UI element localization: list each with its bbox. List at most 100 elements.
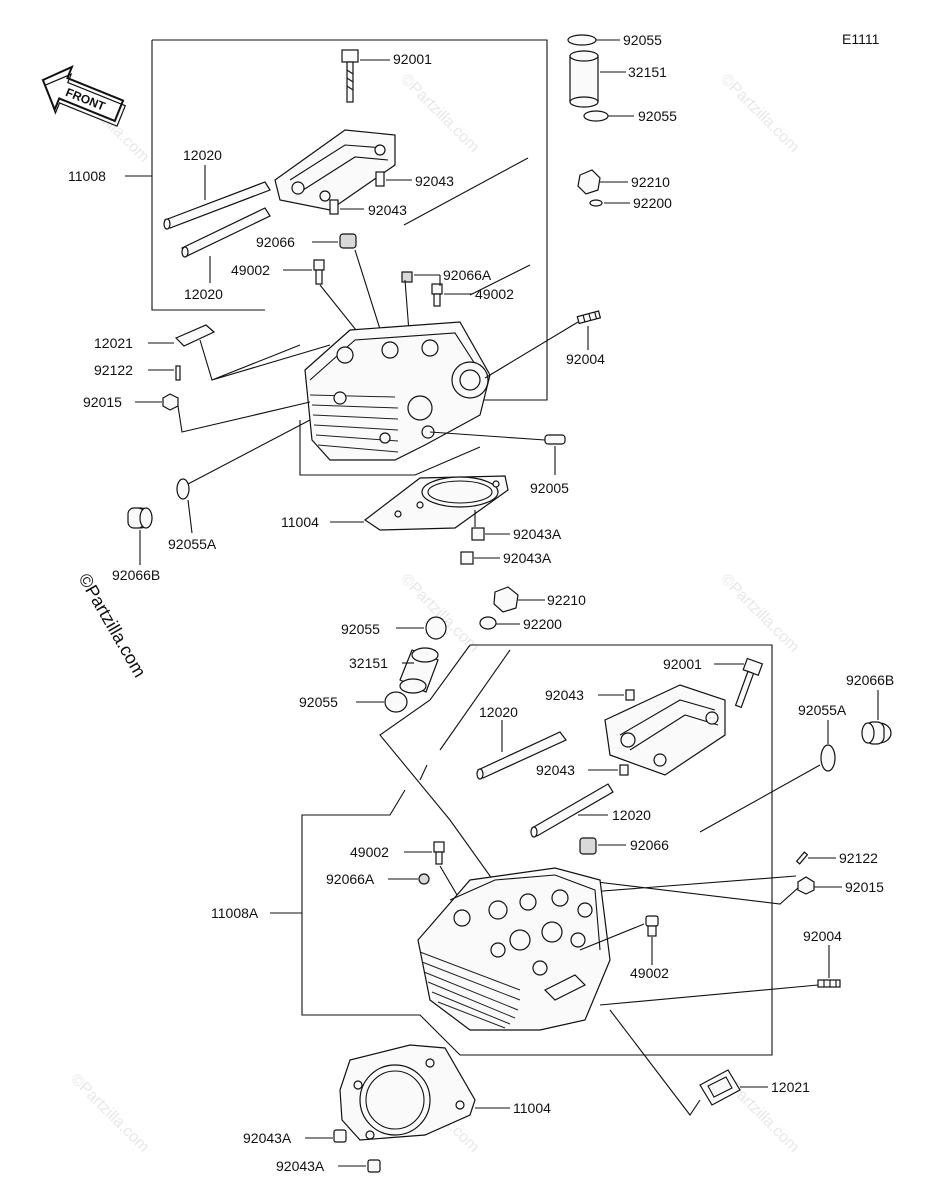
label-92043A: 92043A	[276, 1158, 325, 1174]
fitting-92005-icon	[544, 434, 566, 445]
stud-92004-icon	[576, 310, 602, 325]
bracket-11008	[151, 39, 548, 401]
label-92066: 92066	[256, 234, 295, 250]
nut-92210-icon	[577, 169, 601, 195]
label-49002: 49002	[231, 262, 270, 278]
label-92210: 92210	[547, 592, 586, 608]
label-12020: 12020	[479, 704, 518, 720]
bolt-92001-icon	[341, 49, 359, 103]
bottom-assembly	[270, 586, 892, 1173]
label-92055: 92055	[299, 694, 338, 710]
label-92043: 92043	[536, 762, 575, 778]
dowel-92043A-icon	[333, 1129, 347, 1143]
label-92122: 92122	[839, 850, 878, 866]
fitting-49002-icon	[431, 283, 443, 307]
label-92043: 92043	[368, 202, 407, 218]
label-11004: 11004	[281, 514, 319, 530]
label-92066A: 92066A	[443, 267, 492, 283]
label-49002: 49002	[630, 965, 669, 981]
label-92015: 92015	[845, 879, 884, 895]
label-92001: 92001	[663, 656, 702, 672]
part-labels-top: 92001 92055 32151 92055 11008 12020 9204…	[68, 32, 677, 583]
front-arrow-icon: FRONT	[41, 64, 127, 127]
watermark-text: ©Partzilla.com	[397, 571, 482, 656]
label-92200: 92200	[633, 195, 672, 211]
oring-92055-icon	[425, 616, 447, 640]
tube-32151-icon	[569, 50, 599, 108]
washer-92200-icon	[479, 616, 497, 630]
label-92043: 92043	[415, 173, 454, 189]
shaft-12020-icon	[530, 783, 614, 838]
label-92066B: 92066B	[846, 672, 894, 688]
gasket-12021-icon	[699, 1069, 741, 1106]
diagram-code: E1111	[842, 31, 880, 47]
oring-92055-icon	[567, 34, 597, 46]
pin-92122-icon	[795, 851, 809, 865]
shaft-12020-icon	[181, 207, 271, 258]
label-12021: 12021	[94, 335, 133, 351]
label-12020: 12020	[612, 807, 651, 823]
oring-92055A-icon	[176, 478, 190, 500]
label-92055: 92055	[623, 32, 662, 48]
label-92043: 92043	[545, 687, 584, 703]
label-11004: 11004	[513, 1100, 551, 1116]
nut-92015-icon	[162, 393, 179, 411]
label-92004: 92004	[566, 351, 605, 367]
shaft-12020-icon	[476, 731, 567, 780]
rocker-holder-icon	[604, 684, 726, 776]
gasket-12021-icon	[174, 324, 216, 347]
oring-92055-icon	[384, 691, 408, 713]
label-92043A: 92043A	[503, 550, 552, 566]
label-32151: 32151	[349, 655, 388, 671]
label-92122: 92122	[94, 362, 133, 378]
label-11008: 11008	[68, 168, 106, 184]
plug-92066A-icon	[418, 873, 430, 885]
plug-92066B-icon	[861, 721, 892, 745]
dowel-92043A-icon	[367, 1159, 381, 1173]
shaft-12020-icon	[163, 181, 271, 230]
label-11008A: 11008A	[211, 905, 259, 921]
label-32151: 32151	[628, 64, 667, 80]
bolt-92001-icon	[734, 657, 764, 709]
watermark-text: ©Partzilla.com	[397, 71, 482, 156]
label-49002: 49002	[475, 286, 514, 302]
copyright-text: ©Partzilla.com	[75, 570, 150, 681]
label-92055A: 92055A	[798, 702, 847, 718]
label-12020: 12020	[183, 147, 222, 163]
head-gasket-11004-icon	[363, 475, 509, 531]
pin-92122-icon	[175, 365, 181, 381]
rocker-holder-icon	[274, 129, 396, 215]
plug-92066-icon	[579, 837, 597, 855]
label-92210: 92210	[631, 174, 670, 190]
cylinder-head-11008-icon	[304, 321, 491, 461]
plug-92066A-icon	[401, 271, 413, 283]
label-92043A: 92043A	[243, 1130, 292, 1146]
top-assembly	[125, 34, 634, 565]
dowel-92043A-icon	[460, 551, 474, 565]
cylinder-head-11008A-icon	[417, 867, 611, 1031]
label-92043A: 92043A	[513, 526, 562, 542]
oring-92055-icon	[583, 110, 609, 122]
nut-92210-icon	[493, 586, 519, 613]
washer-92200-icon	[589, 199, 603, 207]
label-92005: 92005	[530, 480, 569, 496]
label-92055: 92055	[638, 108, 677, 124]
label-92200: 92200	[523, 616, 562, 632]
fitting-49002-icon	[433, 841, 445, 865]
watermark-text: ©Partzilla.com	[717, 71, 802, 156]
tube-32151-icon	[399, 647, 439, 694]
fitting-49002-icon	[645, 915, 659, 937]
label-12020: 12020	[184, 286, 223, 302]
bracket-11008A	[301, 644, 773, 1056]
watermark-text: ©Partzilla.com	[717, 571, 802, 656]
label-92066A: 92066A	[326, 871, 375, 887]
stud-92004-icon	[817, 979, 841, 988]
dowel-92043A-icon	[471, 527, 485, 541]
oring-92055A-icon	[820, 744, 836, 772]
label-92066: 92066	[630, 837, 669, 853]
plug-92066-icon	[339, 233, 357, 249]
plug-92066B-icon	[127, 507, 153, 529]
label-92066B: 92066B	[112, 567, 160, 583]
